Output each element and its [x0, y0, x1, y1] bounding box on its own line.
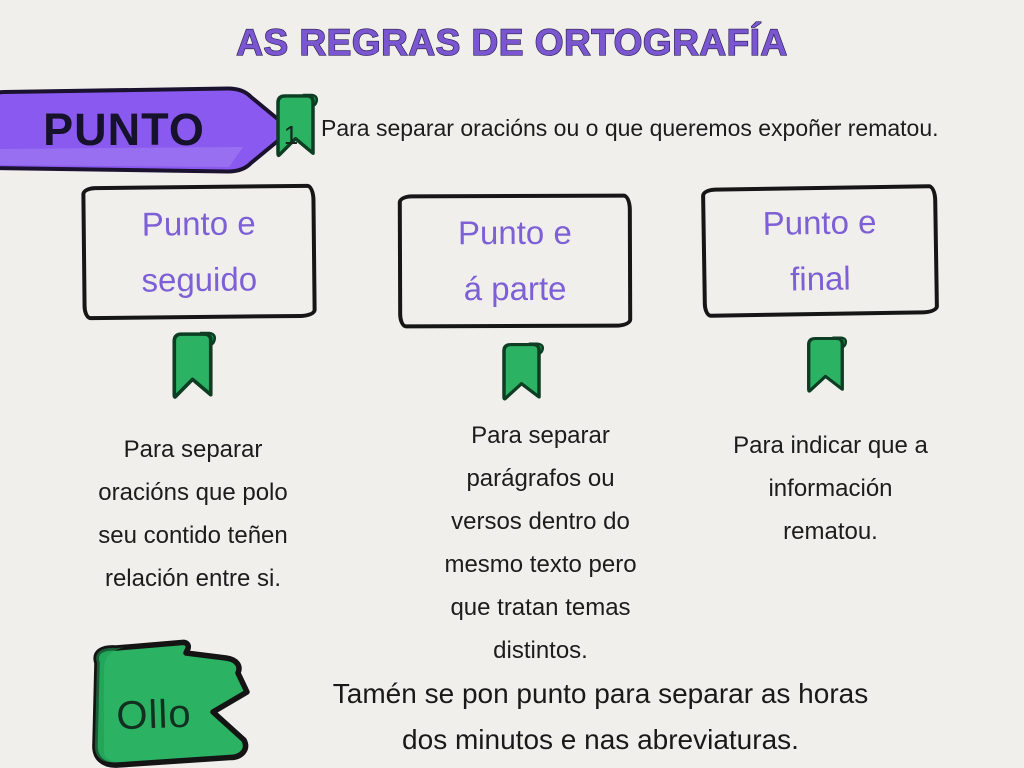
card-title: Punto e final	[762, 203, 877, 298]
card-description: Para separar parágrafos ou versos dentro…	[444, 422, 637, 664]
rule-text: Para separar oracións ou o que queremos …	[321, 115, 939, 141]
punto-banner: PUNTO	[0, 85, 295, 175]
flag-icon	[92, 639, 250, 768]
card-punto-e-seguido: Punto e seguido	[81, 183, 317, 321]
card-punto-e-final: Punto e final	[700, 184, 940, 318]
card-title: Punto e á parte	[457, 213, 572, 308]
banner-label: PUNTO	[43, 104, 205, 155]
flag-label: Ollo	[115, 691, 193, 739]
note-text: Tamén se pon punto para separar as horas…	[332, 678, 869, 755]
page-title: AS REGRAS DE ORTOGRAFÍA	[236, 21, 788, 63]
card-description: Para separar oracións que polo seu conti…	[98, 436, 288, 592]
rule-number: 1	[283, 120, 299, 150]
bookmark-icon	[497, 341, 545, 405]
card-punto-e-a-parte: Punto e á parte	[397, 193, 633, 329]
bookmark-icon	[802, 335, 848, 397]
bookmark-icon	[167, 330, 217, 404]
card-title: Punto e seguido	[141, 204, 258, 299]
card-description: Para indicar que a información rematou.	[733, 432, 928, 545]
ollo-flag: Ollo	[80, 639, 258, 768]
bookmark-number-icon: 1	[271, 92, 319, 162]
